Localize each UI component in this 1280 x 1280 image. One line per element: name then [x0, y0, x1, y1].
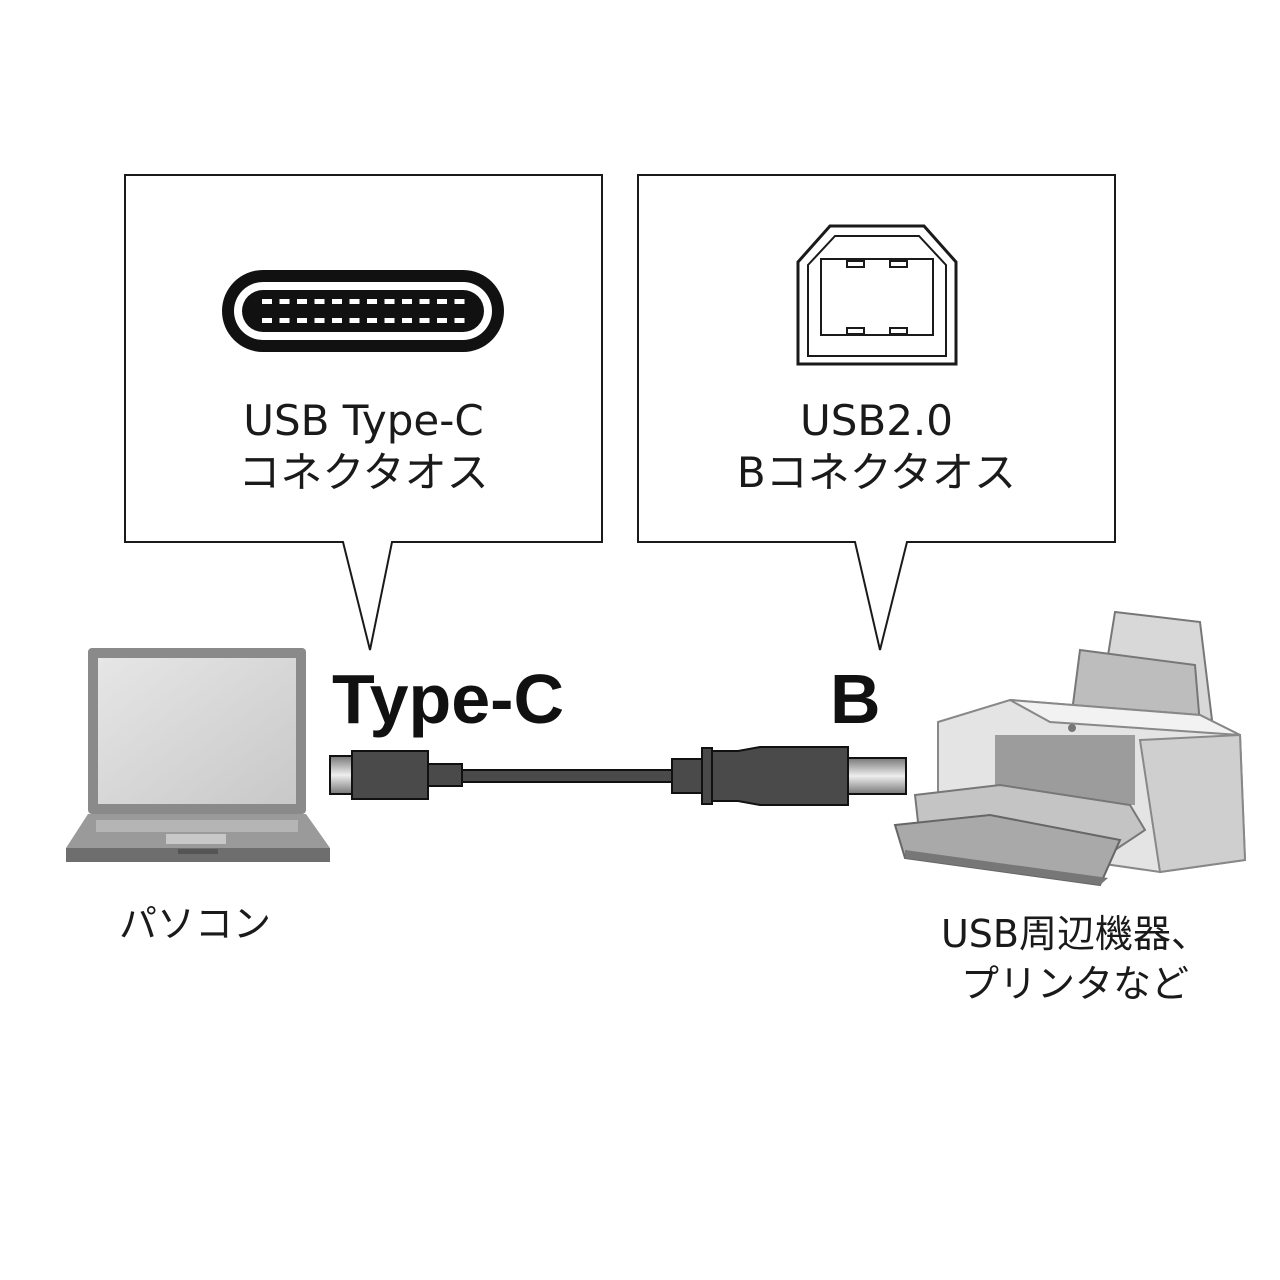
type-c-pin	[402, 318, 412, 323]
type-c-pin	[332, 299, 342, 304]
type-c-plug-metal	[329, 755, 353, 795]
type-c-pin	[349, 299, 360, 304]
usb-type-c-port-icon	[222, 270, 504, 352]
type-c-pin	[314, 299, 325, 304]
right-callout-line1: USB2.0	[799, 396, 953, 445]
peripheral-label-line2: プリンタなど	[960, 962, 1189, 1006]
type-c-pin	[262, 318, 272, 323]
type-c-plug-body	[351, 750, 429, 800]
type-c-pin	[384, 299, 395, 304]
type-c-pin	[262, 299, 272, 304]
usb-b-port-icon	[796, 224, 958, 366]
type-c-pin	[314, 318, 325, 323]
type-c-pin	[419, 318, 430, 323]
type-c-pin	[279, 318, 290, 323]
peripheral-label-line1: USB周辺機器、	[940, 912, 1209, 956]
type-c-pin	[419, 299, 430, 304]
type-c-pin	[349, 318, 360, 323]
type-c-pin	[297, 318, 307, 323]
type-c-pin	[279, 299, 290, 304]
usb-b-plug-metal	[847, 757, 907, 795]
type-c-label: Type-C	[332, 660, 565, 738]
type-c-pin	[367, 318, 377, 323]
printer-icon	[893, 610, 1247, 887]
type-c-pin	[384, 318, 395, 323]
type-c-pin	[332, 318, 342, 323]
type-c-pin	[437, 318, 447, 323]
type-c-pin	[454, 318, 465, 323]
right-callout-line2: Bコネクタオス	[736, 448, 1017, 497]
type-c-pin	[437, 299, 447, 304]
cable-wire	[461, 769, 673, 783]
callout-right	[637, 174, 1116, 651]
type-c-pin	[402, 299, 412, 304]
left-callout-line2: コネクタオス	[238, 448, 489, 497]
type-c-pin	[297, 299, 307, 304]
laptop-icon	[66, 648, 330, 862]
type-c-pin	[367, 299, 377, 304]
usb-cable	[329, 746, 907, 806]
left-callout-line1: USB Type-C	[243, 396, 484, 445]
usb-b-plug-body	[711, 746, 849, 806]
type-c-pin	[454, 299, 465, 304]
pc-label: パソコン	[118, 902, 271, 946]
b-label: B	[830, 660, 881, 738]
